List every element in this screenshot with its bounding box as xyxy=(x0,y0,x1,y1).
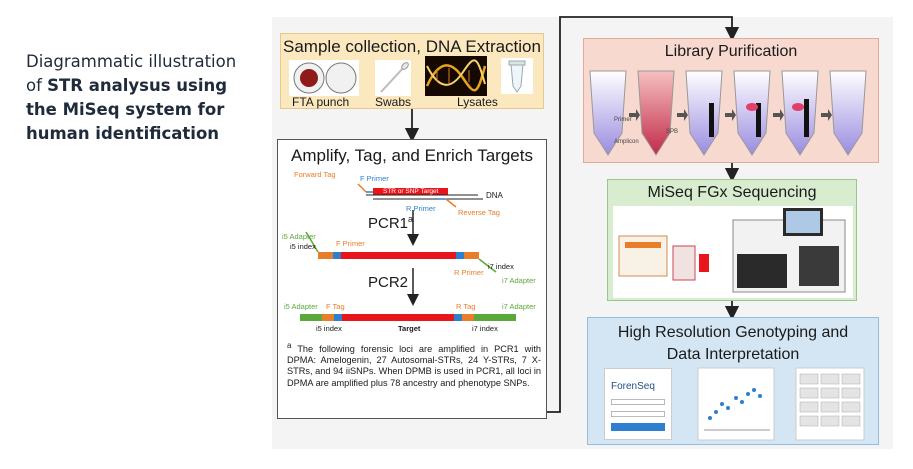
i5-index2-label: i5 index xyxy=(316,324,342,333)
fta-label: FTA punch xyxy=(292,95,350,109)
miseq-instrument-image xyxy=(613,206,853,298)
sample-collection-panel: Sample collection, DNA Extraction FTA pu… xyxy=(280,33,544,109)
r-primer2-label: R Primer xyxy=(454,268,484,277)
purification-tubes xyxy=(589,70,867,156)
dna-label: DNA xyxy=(486,191,503,200)
r-tag-label: R Tag xyxy=(456,302,476,311)
i5-index-bar xyxy=(334,314,342,321)
i5-index-label: i5 index xyxy=(290,242,316,251)
f-primer-label: F Primer xyxy=(360,174,389,183)
dna-helix-image xyxy=(425,56,487,96)
target-bar-3 xyxy=(342,314,454,321)
primer-left xyxy=(333,252,341,259)
pcr2-label: PCR2 xyxy=(368,274,409,291)
spb-label: SPB xyxy=(666,129,679,135)
tag-right xyxy=(464,252,479,259)
amplify-title: Amplify, Tag, and Enrich Targets xyxy=(291,146,533,165)
target-bar xyxy=(373,188,448,195)
forward-tag-line xyxy=(357,183,367,193)
workflow-figure: Sample collection, DNA Extraction FTA pu… xyxy=(272,16,893,449)
i5-adapter-line xyxy=(305,231,319,253)
reverse-tag-line xyxy=(445,198,457,208)
amplicon-label: Amplicon xyxy=(614,139,639,145)
i7-index-bar xyxy=(454,314,462,321)
tube-image xyxy=(501,58,533,94)
tube-3 xyxy=(685,70,723,156)
swabs-label: Swabs xyxy=(375,95,412,109)
f-primer2-label: F Primer xyxy=(336,239,365,248)
f-tag-bar xyxy=(322,314,334,321)
r-tag-bar xyxy=(462,314,474,321)
caption-bold: STR analysus using the MiSeq system for … xyxy=(26,76,228,143)
r-primer-label: R Primer xyxy=(406,204,436,213)
scatter-plot-screen xyxy=(697,367,775,441)
forenseq-label: ForenSeq xyxy=(611,381,655,392)
i7-adapter-label: i7 Adapter xyxy=(502,276,536,285)
i5-adapter-label: i5 Adapter xyxy=(282,232,316,241)
swab-image xyxy=(375,60,411,96)
primer-label: Primer xyxy=(614,117,632,123)
pcr-schematic xyxy=(300,183,516,321)
figure-caption: Diagrammatic illustration of STR analysu… xyxy=(26,50,246,146)
primer-right xyxy=(456,252,464,259)
miseq-title: MiSeq FGx Sequencing xyxy=(647,184,817,201)
tag-left xyxy=(318,252,333,259)
target-bar-2 xyxy=(341,252,456,259)
pcr1-label: PCR1a xyxy=(368,214,414,232)
forward-tag-label: Forward Tag xyxy=(294,170,336,179)
tube-1 xyxy=(589,70,627,156)
lysates-label: Lysates xyxy=(457,95,498,109)
i5-adapter2-label: i5 Adapter xyxy=(284,302,318,311)
forenseq-login-screen: ForenSeq xyxy=(604,368,672,440)
reverse-tag-label: Reverse Tag xyxy=(458,208,500,217)
amplify-panel: Amplify, Tag, and Enrich Targets xyxy=(277,139,547,419)
library-title: Library Purification xyxy=(664,43,798,60)
fta-punch-image xyxy=(289,60,359,96)
sample-title: Sample collection, DNA Extraction xyxy=(283,37,541,56)
i7-index2-label: i7 index xyxy=(472,324,498,333)
tube-2 xyxy=(637,70,675,156)
caption-plain: Diagrammatic illustration of xyxy=(26,52,237,95)
i7-adapter-bar xyxy=(474,314,516,321)
footnote: a The following forensic loci are amplif… xyxy=(287,340,541,389)
i7-adapter-line xyxy=(478,258,497,273)
f-tag-label: F Tag xyxy=(326,302,345,311)
footnote-mark: a xyxy=(287,341,292,350)
tube-6 xyxy=(829,70,867,156)
target-label: STR or SNP Target xyxy=(383,188,439,195)
tube-4 xyxy=(733,70,771,156)
i5-adapter-bar xyxy=(300,314,322,321)
genotype-grid-screen xyxy=(795,367,865,441)
footnote-text: The following forensic loci are amplifie… xyxy=(287,344,541,388)
miseq-panel: MiSeq FGx Sequencing xyxy=(607,179,857,301)
i7-adapter2-label: i7 Adapter xyxy=(502,302,536,311)
library-purification-panel: Library Purification xyxy=(583,38,879,163)
i7-index-label: i7 index xyxy=(488,262,514,271)
target2-label: Target xyxy=(398,324,421,333)
tube-5 xyxy=(781,70,819,156)
flow-arrows xyxy=(404,16,740,413)
